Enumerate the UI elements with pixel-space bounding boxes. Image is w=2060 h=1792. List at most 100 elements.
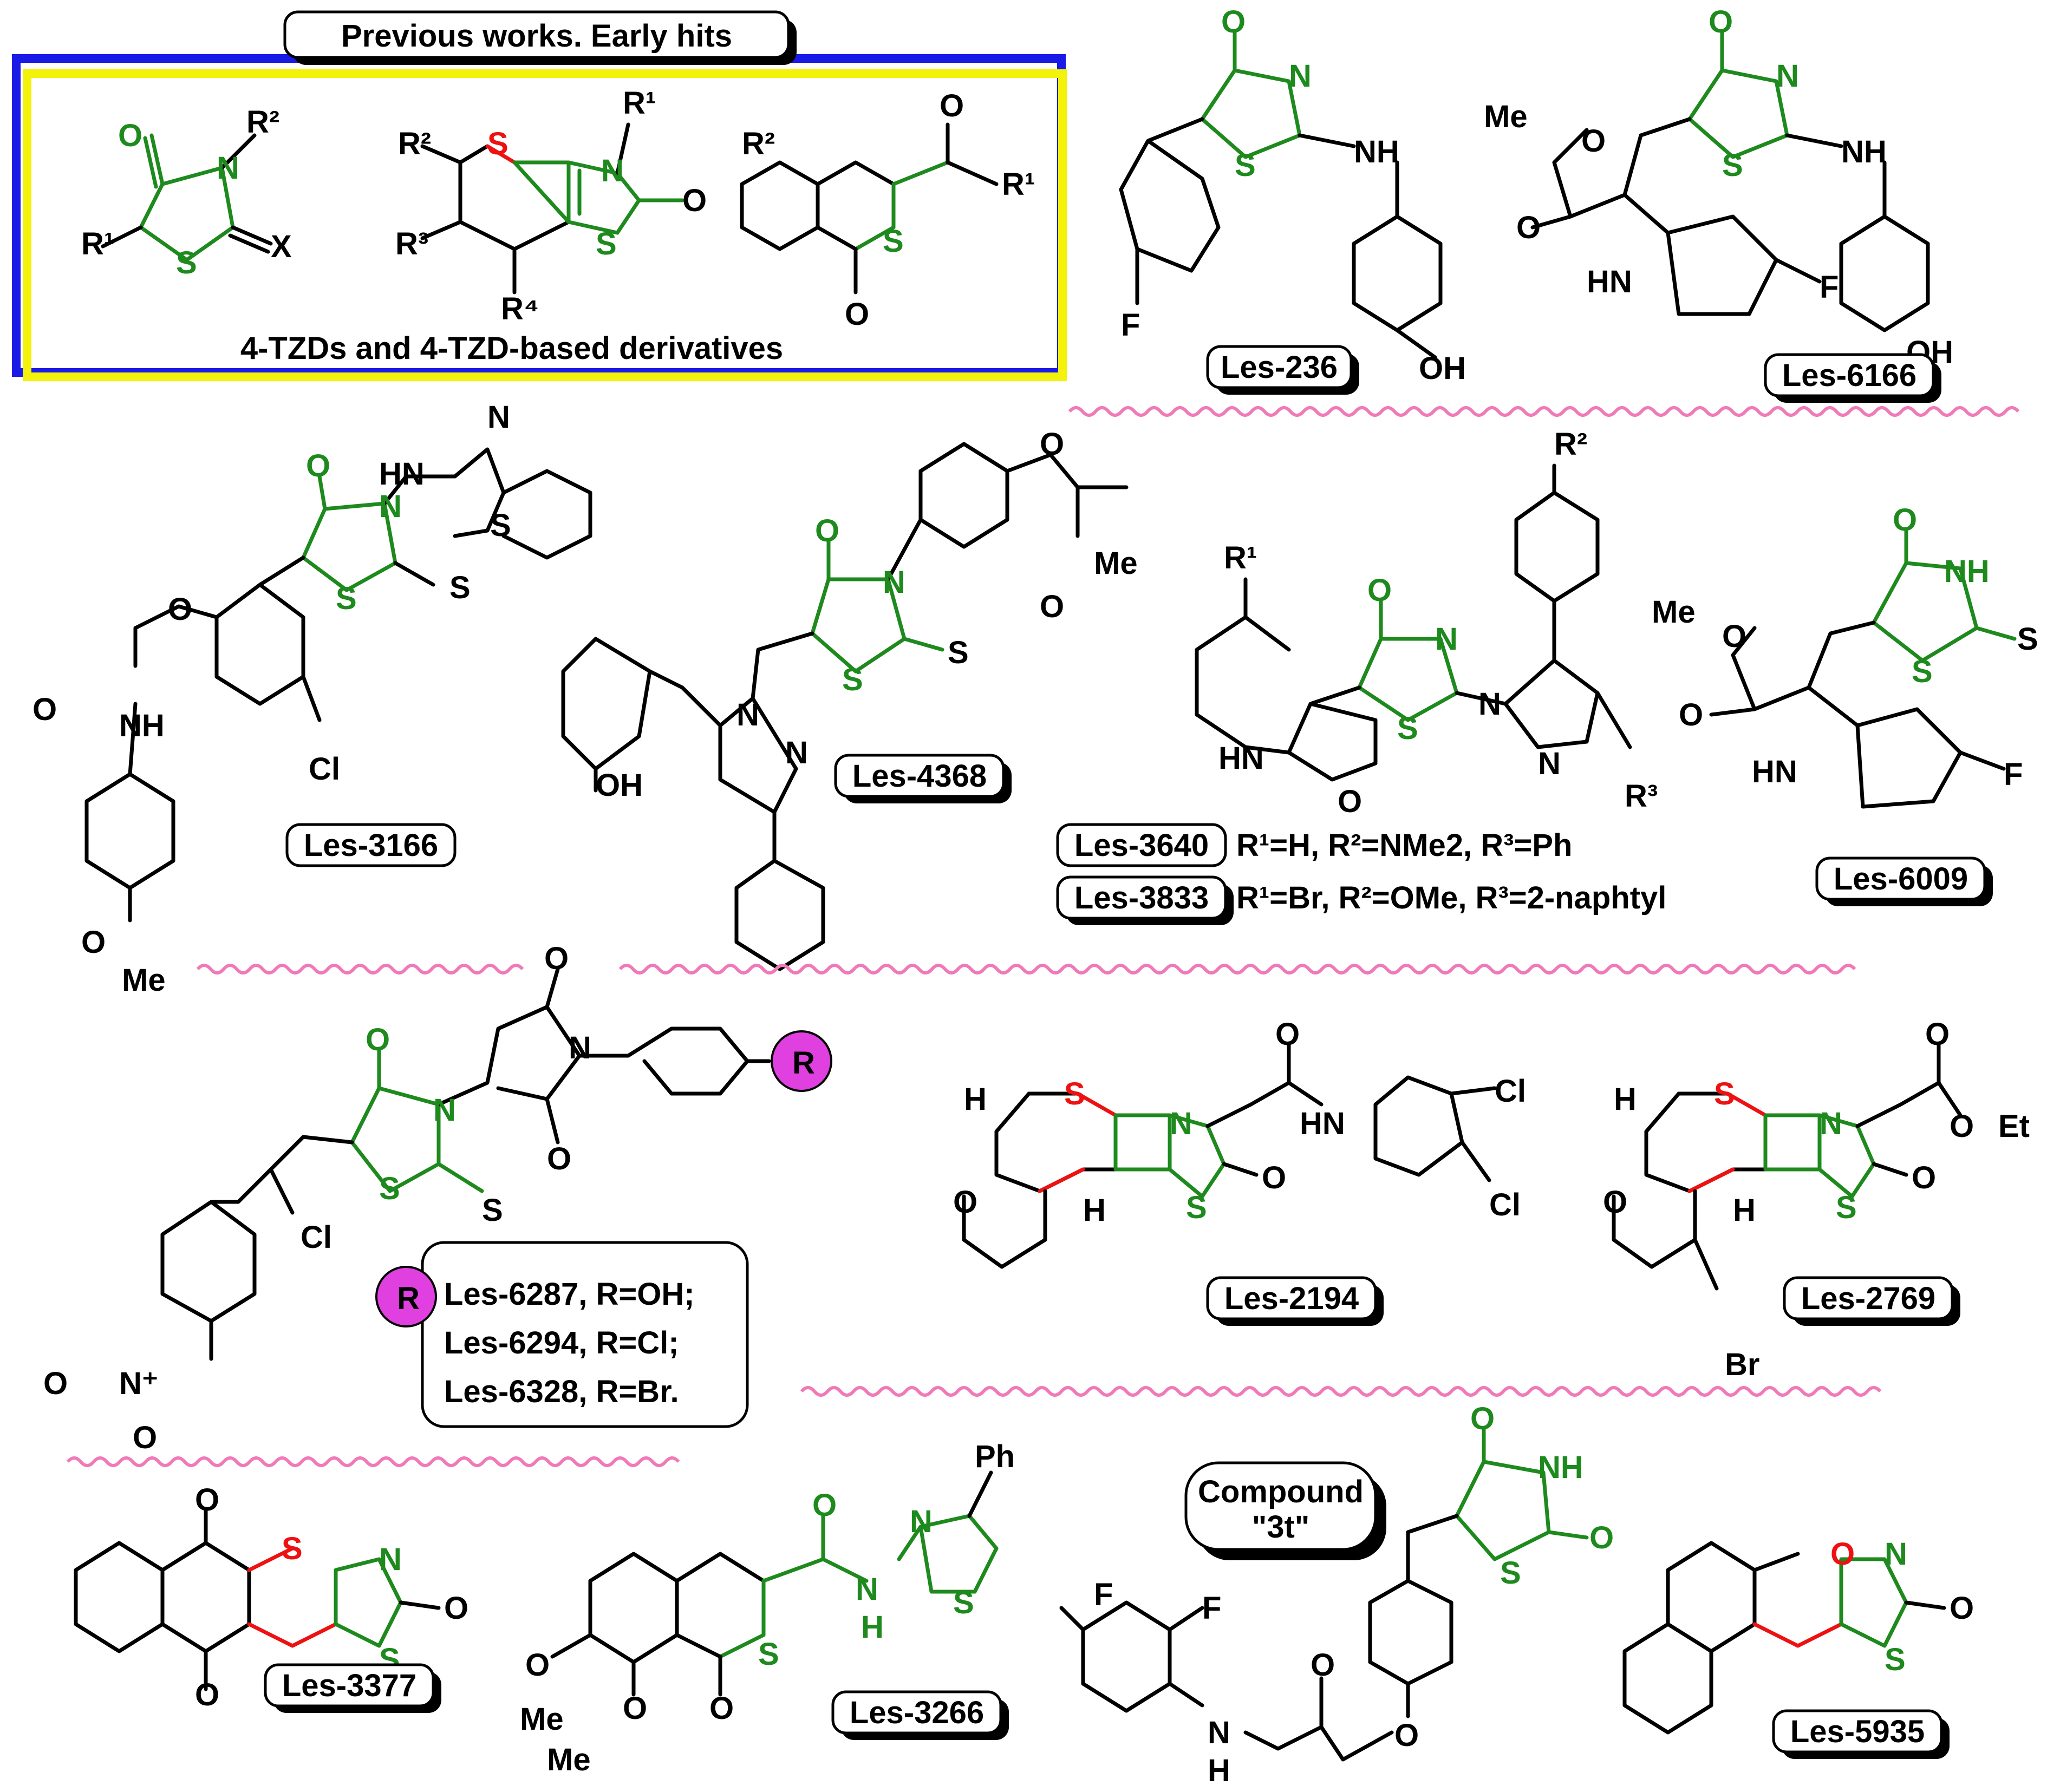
atom: O [1311,1647,1335,1683]
atom: S [487,126,509,161]
compound-les-6009: O NH Me O O S S HN F Les-6009 [1652,502,2038,906]
atom: O [1912,1160,1936,1195]
atom: O [43,1366,68,1401]
atom: NH [1944,554,1990,589]
atom: O [1275,1017,1300,1052]
atom: O [195,1482,219,1518]
atom: S [758,1637,779,1672]
atom: S [1714,1076,1735,1111]
atom: H [1083,1193,1106,1228]
compound-les-3266: Ph N S O N H S O O Me O Me Les-3266 [520,1439,1015,1777]
atom: H [1208,1753,1230,1788]
scaffold-thiazolidinone: O N R² R¹ S X [81,104,292,280]
atom: O [168,592,192,627]
atom: N [379,1542,402,1577]
atom: Me [122,963,166,998]
atom: N [487,400,510,435]
atom: O [1893,502,1917,538]
atom: O [1040,427,1064,462]
atom: Ph [975,1439,1015,1474]
compound-les-6287-series: R O O N N O S S Cl O N⁺ O R Les-6287, R=… [43,941,832,1455]
compound-les-2194: H S N O HN Cl Cl S O O H Les-2194 [953,1017,1526,1326]
atom: N [785,735,808,770]
atom: R² [742,126,775,161]
atom: O [366,1022,390,1057]
separator [1068,406,2020,417]
atom: O [1830,1536,1855,1572]
atom: H [861,1610,884,1645]
atom: Me [547,1742,591,1777]
atom: S [490,508,511,543]
atom: S [449,570,471,605]
atom: Me [1094,546,1138,581]
separator [66,1456,680,1467]
atom: S [176,245,197,280]
compound-les-236: O N S NH F OH Les-236 [1119,4,1466,395]
r-group-line: Les-6328, R=Br. [444,1374,679,1409]
atom: N [217,151,239,186]
compound-label: "3t" [1252,1509,1310,1545]
previous-works-frame: Previous works. Early hits 4-TZDs and 4-… [12,10,1067,381]
atom: OH [1419,351,1466,386]
atom: N [1435,622,1458,657]
atom: S [1235,148,1256,183]
atom: O [1470,1401,1495,1436]
atom: O [1394,1718,1419,1753]
atom: F [1820,270,1839,305]
atom: O [623,1691,647,1726]
compound-les-2769: H S N O O Et S O O H Br Les-2769 [1603,1017,2030,1382]
atom: HN [1218,741,1264,776]
atom: O [547,1141,571,1176]
compound-label: Les-2194 [1224,1281,1359,1316]
atom: X [271,229,292,264]
atom: S [482,1193,503,1228]
atom: O [1581,123,1606,159]
compound-les-3377: O S N S O O Les-3377 [74,1482,468,1713]
frame-caption: 4-TZDs and 4-TZD-based derivatives [240,331,783,366]
compound-les-3640-3833: R² R¹ O N S N N HN O R³ Les-3640 R¹=H, R… [1056,427,1666,925]
atom: S [596,226,617,261]
atom: O [1589,1520,1614,1555]
atom: N [433,1093,456,1128]
atom: N [379,489,402,524]
atom: Cl [1489,1187,1521,1222]
atom: O [444,1591,468,1626]
atom: S [336,581,357,616]
atom: F [1094,1577,1113,1612]
compound-label: Les-2769 [1801,1281,1935,1316]
atom: R⁴ [501,291,539,326]
atom: O [32,692,57,727]
atom: R³ [1625,779,1658,814]
atom: F [1202,1591,1221,1626]
atom: O [709,1691,734,1726]
compound-label: Les-4368 [852,758,987,794]
atom: R¹ [1224,540,1257,575]
atom: O [1367,573,1392,608]
compound-label: Les-236 [1221,350,1338,385]
atom: O [544,941,569,976]
compound-label: Les-3833 [1074,880,1209,915]
atom: O [118,118,142,153]
compound-label: Les-3640 [1074,828,1209,863]
atom: R² [398,126,431,161]
atom: O [1722,619,1746,654]
atom: O [953,1185,977,1220]
atom: S [948,635,969,670]
atom: O [133,1420,157,1455]
atom: HN [1752,754,1797,789]
atom: N [1885,1536,1907,1572]
atom: O [1338,784,1362,819]
atom: O [845,297,869,332]
atom: Cl [1495,1074,1526,1109]
atom: N [736,697,759,733]
atom: R¹ [623,86,656,121]
atom: N [883,565,905,600]
atom: O [195,1677,219,1712]
atom: S [1885,1642,1906,1677]
atom: N [1208,1715,1230,1750]
atom: S [282,1531,303,1566]
atom: N [1820,1106,1842,1141]
atom: S [1064,1076,1085,1111]
separator [196,964,524,975]
atom: O [1950,1109,1974,1144]
